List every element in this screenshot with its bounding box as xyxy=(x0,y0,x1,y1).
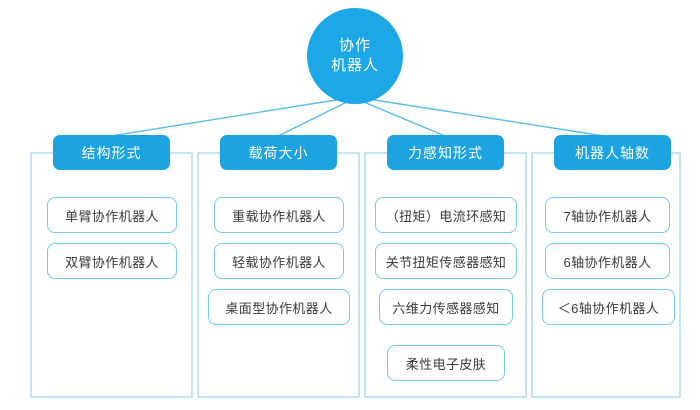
column-header-3[interactable]: 力感知形式 xyxy=(387,135,504,170)
connector-to-column-2 xyxy=(277,99,352,137)
connector-to-column-1 xyxy=(110,97,349,137)
connector-to-column-4 xyxy=(361,97,605,137)
item-box-3-4[interactable]: 柔性电子皮肤 xyxy=(387,345,505,381)
item-box-2-2[interactable]: 轻载协作机器人 xyxy=(214,243,344,279)
item-box-4-3[interactable]: ＜6轴协作机器人 xyxy=(542,289,675,325)
connector-to-column-3 xyxy=(358,99,446,137)
item-box-3-3[interactable]: 六维力传感器感知 xyxy=(379,289,513,325)
root-node[interactable]: 协作 机器人 xyxy=(307,8,403,104)
item-box-4-1[interactable]: 7轴协作机器人 xyxy=(545,197,670,233)
column-header-1[interactable]: 结构形式 xyxy=(53,135,170,170)
root-node-line1: 协作 xyxy=(338,36,371,54)
item-box-1-1[interactable]: 单臂协作机器人 xyxy=(47,197,177,233)
column-header-4[interactable]: 机器人轴数 xyxy=(554,135,671,170)
item-box-1-2[interactable]: 双臂协作机器人 xyxy=(47,243,177,279)
item-box-2-1[interactable]: 重载协作机器人 xyxy=(214,197,344,233)
item-box-4-2[interactable]: 6轴协作机器人 xyxy=(545,243,670,279)
item-box-3-1[interactable]: （扭矩）电流环感知 xyxy=(375,197,517,233)
column-header-2[interactable]: 载荷大小 xyxy=(220,135,337,170)
item-box-2-3[interactable]: 桌面型协作机器人 xyxy=(208,289,350,325)
root-node-line2: 机器人 xyxy=(330,57,379,74)
item-box-3-2[interactable]: 关节扭矩传感器感知 xyxy=(375,243,517,279)
